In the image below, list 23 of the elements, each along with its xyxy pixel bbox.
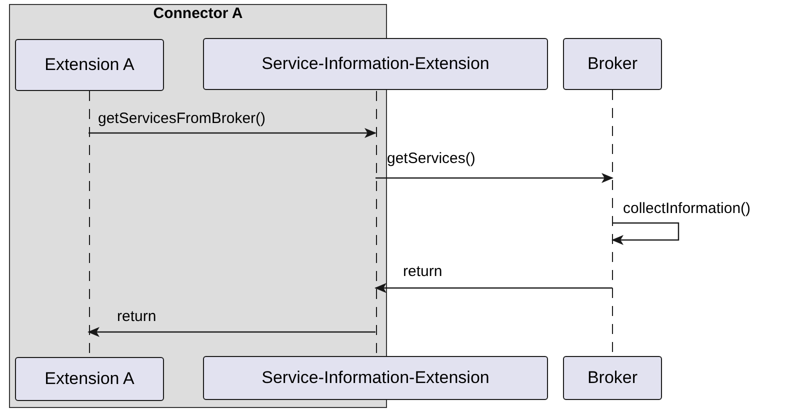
participant-name: Broker (587, 368, 638, 388)
message-arrow (612, 222, 680, 245)
group-title: Connector A (152, 5, 244, 23)
participant-box (563, 38, 662, 90)
participant-box (203, 356, 548, 400)
message-label: getServices() (387, 150, 476, 167)
participant-box (15, 357, 164, 401)
message-arrow (88, 327, 376, 337)
message-label: getServicesFromBroker() (98, 110, 266, 127)
participant-name: Service-Information-Extension (262, 368, 490, 388)
participant-name: Extension A (44, 369, 134, 389)
participant-box (15, 39, 164, 91)
participant-name: Extension A (44, 55, 134, 75)
participant-box (203, 38, 548, 90)
message-arrow (376, 173, 614, 183)
message-label: collectInformation() (623, 200, 751, 217)
message-arrow (374, 283, 612, 293)
participant-box (563, 356, 662, 400)
message-label: return (403, 263, 442, 280)
message-arrow (88, 128, 376, 138)
participant-name: Service-Information-Extension (262, 54, 490, 74)
message-label: return (117, 308, 156, 325)
participant-name: Broker (587, 54, 638, 74)
